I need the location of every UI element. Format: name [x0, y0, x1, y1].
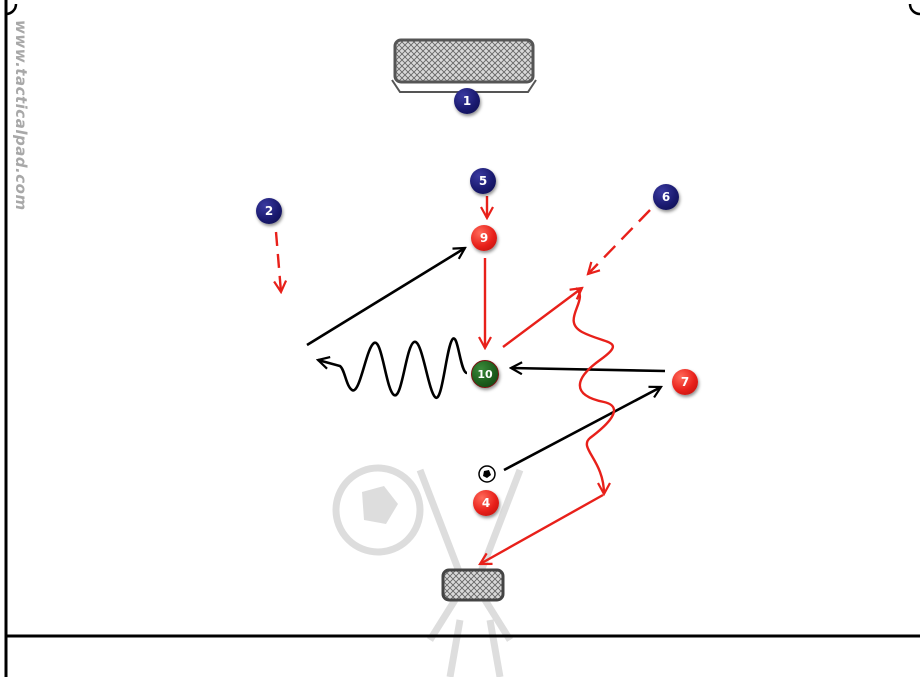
watermark-logo-icon — [332, 464, 524, 677]
pass-arrow-to-9 — [306, 248, 465, 347]
player-2[interactable]: 2 — [256, 198, 282, 224]
run-arrow-10 — [502, 288, 582, 348]
player-9[interactable]: 9 — [471, 225, 497, 251]
player-10[interactable]: 10 — [471, 360, 499, 388]
dribble-arrow-red — [572, 287, 615, 494]
pass-arrow-ball-to-7 — [503, 387, 661, 472]
player-5[interactable]: 5 — [470, 168, 496, 194]
run-arrow-2 — [276, 231, 281, 292]
soccer-ball-icon — [478, 465, 496, 483]
player-6[interactable]: 6 — [653, 184, 679, 210]
run-arrow-to-goal — [480, 493, 604, 564]
field-lines — [4, 0, 920, 677]
dribble-arrow-10 — [318, 337, 469, 399]
pass-arrows — [306, 248, 666, 472]
player-7[interactable]: 7 — [672, 369, 698, 395]
player-1[interactable]: 1 — [454, 88, 480, 114]
mini-goal-icon — [441, 568, 505, 602]
goal-net-icon — [391, 38, 537, 93]
watermark-text: www.tacticalpad.com — [12, 20, 30, 211]
run-arrows — [276, 196, 651, 564]
player-4[interactable]: 4 — [473, 490, 499, 516]
run-arrow-6 — [588, 209, 651, 274]
